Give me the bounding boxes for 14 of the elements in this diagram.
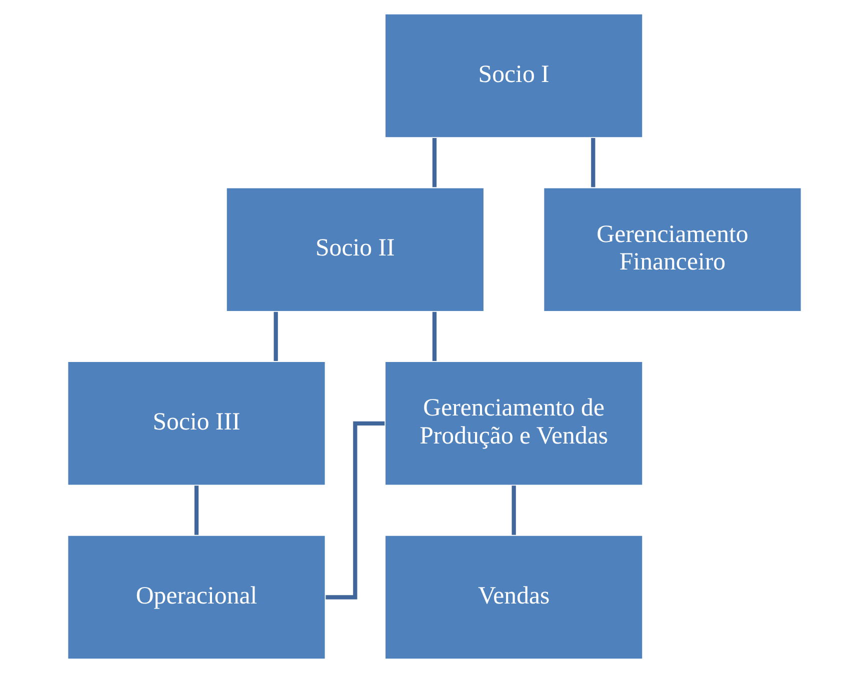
- node-box: Socio III: [66, 360, 326, 486]
- node-box: Gerenciamento de Produção e Vendas: [384, 360, 644, 486]
- connector: [432, 312, 436, 361]
- node-box: Socio II: [224, 186, 484, 312]
- node-box: Gerenciamento Financeiro: [542, 186, 802, 312]
- connector: [511, 486, 516, 535]
- connector: [194, 486, 198, 535]
- node-box: Socio I: [384, 12, 644, 139]
- connector: [590, 138, 595, 188]
- connector: [325, 421, 384, 600]
- connector: [432, 138, 436, 188]
- node-box: Vendas: [384, 534, 644, 660]
- node-box: Operacional: [66, 534, 326, 660]
- connector: [273, 312, 278, 361]
